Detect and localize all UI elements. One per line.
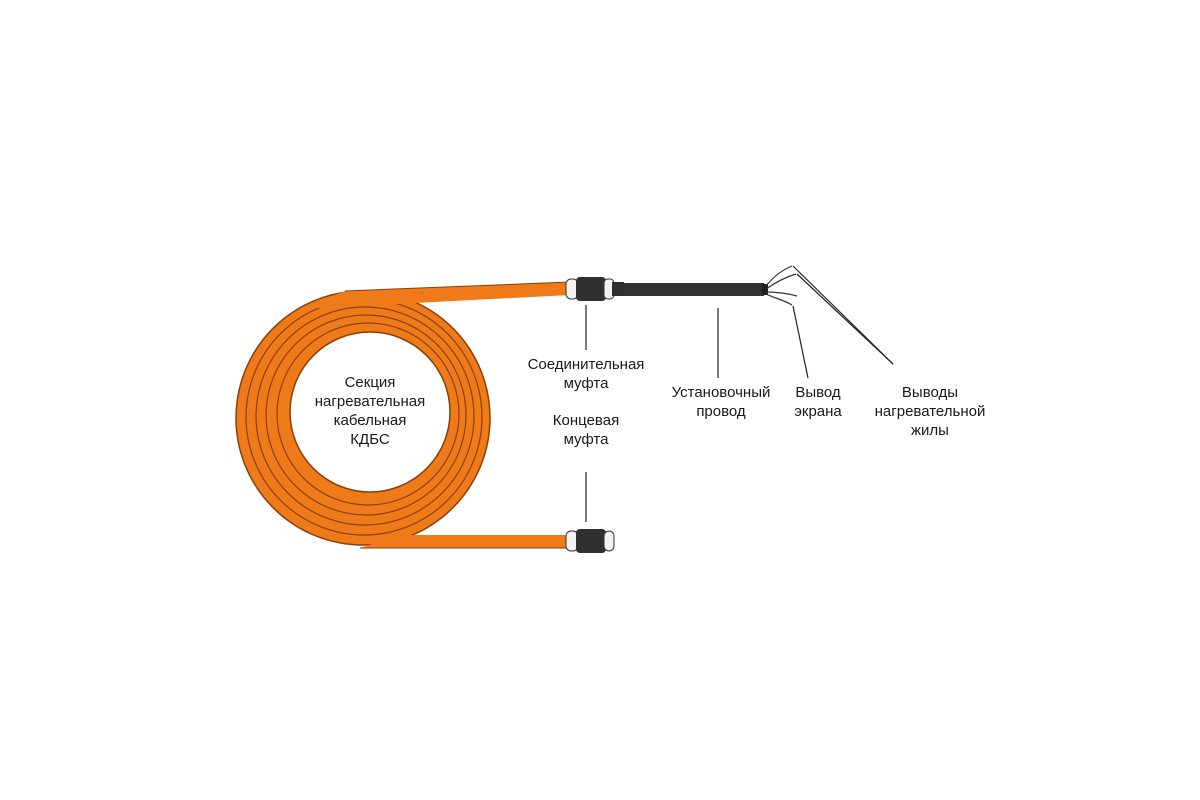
label-core-outputs-line-2: нагревательной — [874, 403, 986, 420]
lead-wire-icon — [624, 283, 768, 296]
label-core-outputs: Выводы нагревательной жилы — [860, 383, 1000, 440]
label-end-sleeve-line-1: Концевая — [552, 412, 620, 429]
label-core-outputs-line-1: Выводы — [901, 384, 959, 401]
wire-leads-icon — [765, 265, 798, 306]
label-section-line-1: Секция — [344, 374, 396, 391]
label-section-line-2: нагревательная — [314, 393, 426, 410]
bottom-cable-run — [360, 535, 570, 549]
label-core-outputs-line-3: жилы — [911, 422, 949, 439]
label-section-line-4: КДБС — [350, 431, 390, 448]
label-end-sleeve: Концевая муфта — [516, 411, 656, 449]
callout-lines — [585, 265, 894, 522]
label-shield-output: Вывод экрана — [778, 383, 858, 421]
label-lead-wire-line-1: Установочный — [671, 384, 771, 401]
coil-icon — [235, 290, 491, 546]
label-shield-output-line-2: экрана — [794, 403, 842, 420]
label-section-line-3: кабельная — [333, 412, 407, 429]
label-lead-wire-line-2: провод — [696, 403, 746, 420]
label-section: Секция нагревательная кабельная КДБС — [300, 373, 440, 449]
end-sleeve-icon — [565, 529, 615, 553]
label-connecting-sleeve-line-2: муфта — [563, 375, 609, 392]
label-end-sleeve-line-2: муфта — [563, 431, 609, 448]
label-connecting-sleeve: Соединительная муфта — [516, 355, 656, 393]
top-cable-run — [300, 281, 571, 309]
label-lead-wire: Установочный провод — [656, 383, 786, 421]
label-shield-output-line-1: Вывод — [795, 384, 841, 401]
connecting-sleeve-icon — [565, 277, 624, 301]
label-connecting-sleeve-line-1: Соединительная — [527, 356, 645, 373]
